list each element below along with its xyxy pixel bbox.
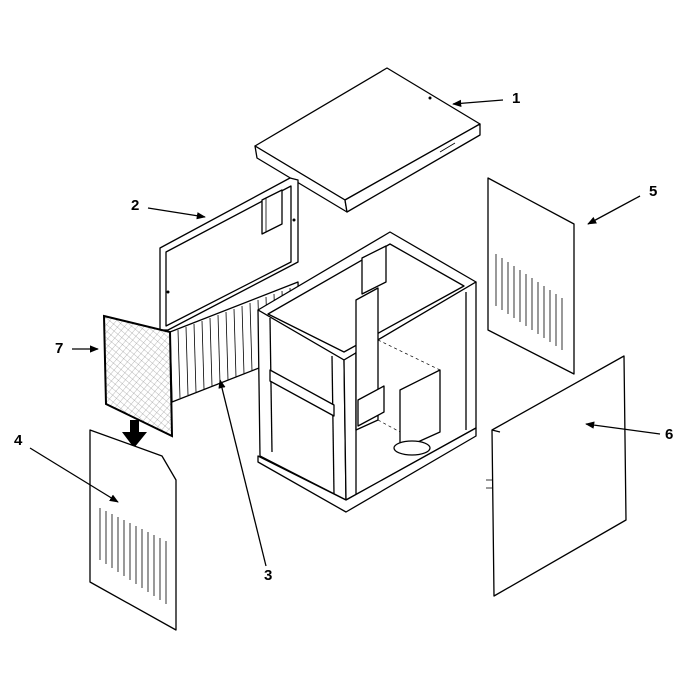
leader-lines bbox=[29, 99, 661, 567]
side-louvres bbox=[495, 254, 563, 350]
callout-7: 7 bbox=[55, 340, 64, 357]
left-side-panel bbox=[486, 355, 627, 597]
callout-2: 2 bbox=[131, 197, 140, 214]
callout-3: 3 bbox=[264, 567, 273, 584]
down-arrow-icon bbox=[122, 420, 147, 448]
callout-4: 4 bbox=[14, 432, 23, 449]
top-panel bbox=[254, 67, 481, 213]
callout-1: 1 bbox=[512, 90, 521, 107]
callout-6: 6 bbox=[665, 426, 674, 443]
callout-5: 5 bbox=[649, 183, 658, 200]
right-side-panel bbox=[487, 177, 575, 375]
lower-louvres bbox=[99, 508, 167, 604]
front-upper-panel bbox=[159, 177, 299, 331]
air-filter bbox=[102, 314, 174, 438]
front-lower-panel bbox=[89, 429, 177, 631]
cabinet-frame bbox=[257, 231, 477, 513]
